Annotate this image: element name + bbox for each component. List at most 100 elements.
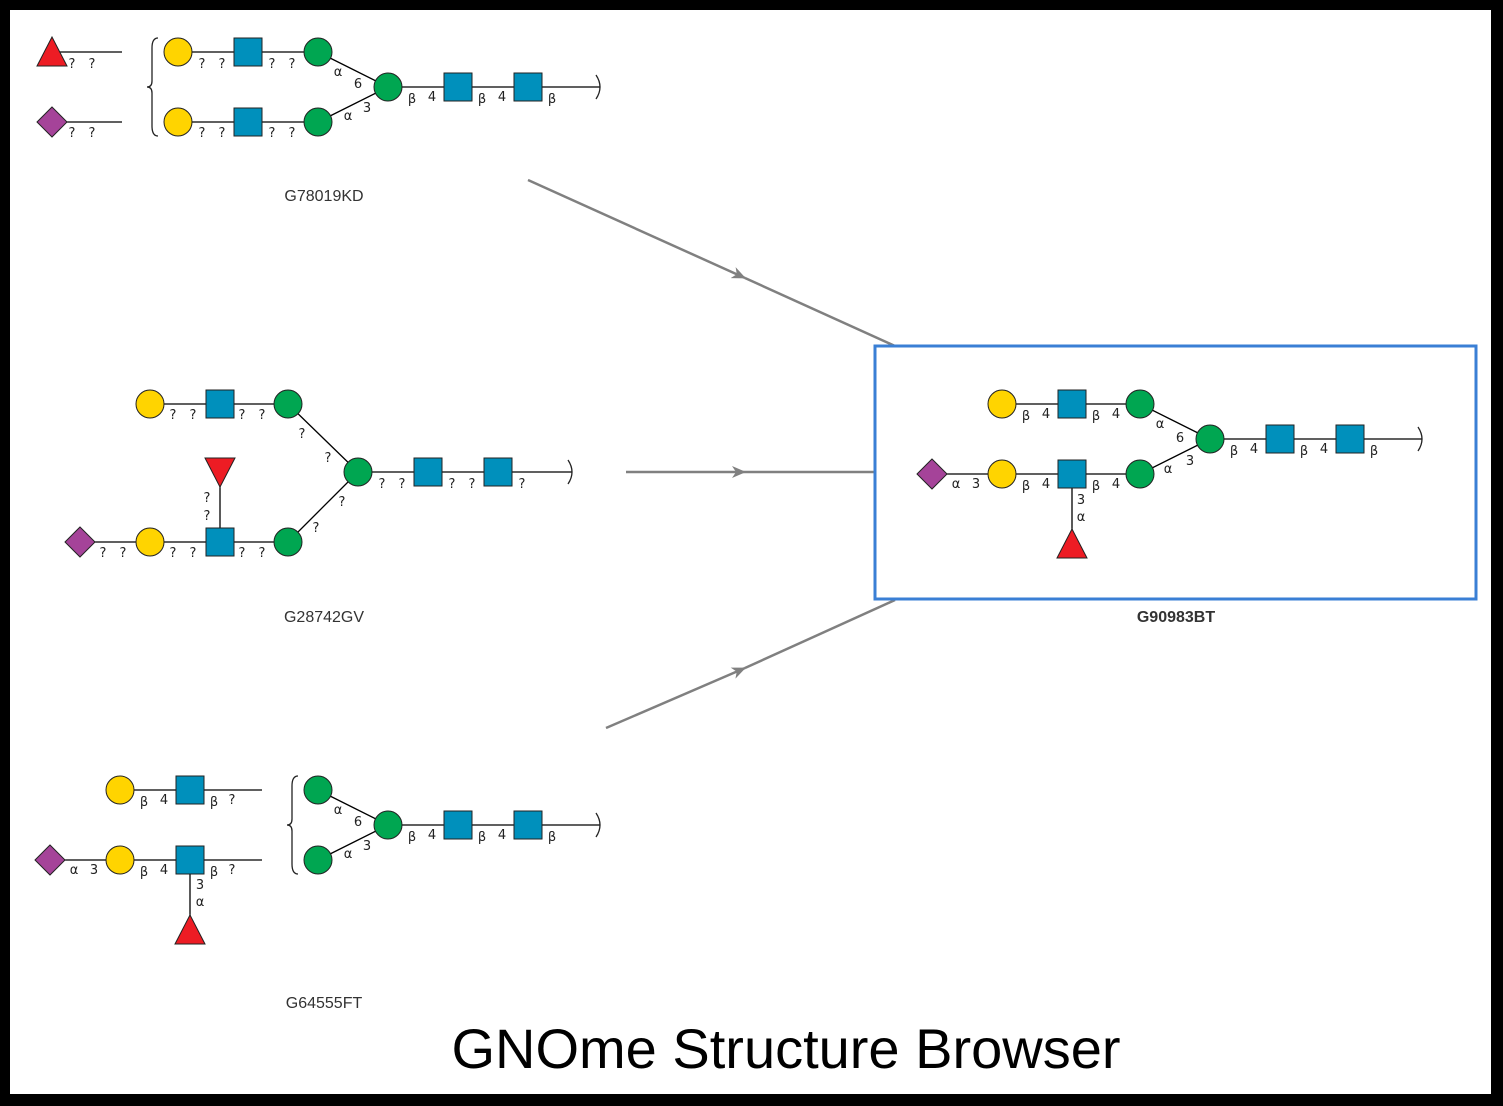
linkage-label: α	[334, 65, 343, 80]
green-circle-icon	[373, 72, 403, 102]
linkage-label: 4	[1250, 442, 1258, 457]
linkage-label: 4	[428, 828, 436, 843]
purple-diamond-icon	[64, 526, 96, 558]
linkage-label: α	[1077, 510, 1086, 525]
linkage-label: β	[1022, 479, 1030, 494]
blue-square-icon	[233, 107, 263, 137]
linkage-label: 3	[196, 878, 204, 893]
linkage-label: β	[210, 865, 218, 880]
linkage-label: β	[1300, 444, 1308, 459]
linkage-label: β	[1022, 409, 1030, 424]
relationship-arrows	[527, 178, 896, 730]
yellow-circle-icon	[135, 389, 165, 419]
linkage-label: ?	[399, 477, 406, 492]
linkage-label: ?	[89, 126, 96, 141]
linkage-label: 3	[1077, 493, 1085, 508]
glycan-accession-g28742gv[interactable]: G28742GV	[284, 609, 364, 626]
blue-square-icon	[233, 37, 263, 67]
blue-square-icon	[413, 457, 443, 487]
linkage-label: 6	[354, 77, 362, 92]
linkage-label: ?	[170, 546, 177, 561]
linkage-label: 4	[498, 828, 506, 843]
green-circle-icon	[373, 810, 403, 840]
linkage-label: ?	[449, 477, 456, 492]
linkage-label: ?	[69, 126, 76, 141]
blue-square-icon	[443, 72, 473, 102]
linkage-label: β	[548, 92, 556, 107]
linkage-label: ?	[204, 491, 211, 506]
linkage-label: ?	[379, 477, 386, 492]
linkage-label: ?	[219, 57, 226, 72]
yellow-circle-icon	[163, 37, 193, 67]
linkage-label: 4	[160, 863, 168, 878]
linkage-label: ?	[239, 408, 246, 423]
linkage-label: α	[344, 847, 353, 862]
blue-square-icon	[1335, 424, 1365, 454]
yellow-circle-icon	[105, 775, 135, 805]
glycan-accession-g78019kd[interactable]: G78019KD	[284, 188, 363, 205]
yellow-circle-icon	[163, 107, 193, 137]
purple-diamond-icon	[36, 106, 68, 138]
reducing-end-icon	[595, 812, 601, 838]
linkage-label: ?	[289, 57, 296, 72]
linkage-label: β	[140, 865, 148, 880]
linkage-label: 4	[498, 90, 506, 105]
linkage-label: α	[344, 109, 353, 124]
linkage-label: 4	[160, 793, 168, 808]
green-circle-icon	[1125, 389, 1155, 419]
yellow-circle-icon	[105, 845, 135, 875]
linkage-label: 3	[90, 863, 98, 878]
linkage-label: ?	[289, 126, 296, 141]
linkage-label: 3	[1186, 454, 1194, 469]
glycosidic-bond	[287, 471, 359, 543]
green-circle-icon	[273, 389, 303, 419]
glycan-accession-g90983bt[interactable]: G90983BT	[1137, 609, 1215, 626]
linkage-label: 4	[1320, 442, 1328, 457]
green-circle-icon	[1125, 459, 1155, 489]
glycan-accession-g64555ft[interactable]: G64555FT	[286, 995, 363, 1012]
linkage-label: β	[1370, 444, 1378, 459]
linkage-label: 6	[354, 815, 362, 830]
antenna-brace-icon	[286, 775, 299, 875]
selected-structure-box[interactable]	[873, 344, 1478, 601]
green-circle-icon	[1195, 424, 1225, 454]
linkage-label: β	[210, 795, 218, 810]
blue-square-icon	[205, 527, 235, 557]
linkage-label: ?	[120, 546, 127, 561]
linkage-label: α	[334, 803, 343, 818]
linkage-label: ?	[190, 408, 197, 423]
blue-square-icon	[483, 457, 513, 487]
linkage-label: β	[408, 92, 416, 107]
linkage-label: 4	[1042, 407, 1050, 422]
purple-diamond-icon	[34, 844, 66, 876]
linkage-label: 4	[1042, 477, 1050, 492]
linkage-label: β	[140, 795, 148, 810]
linkage-label: ?	[89, 57, 96, 72]
linkage-label: 4	[1112, 477, 1120, 492]
linkage-label: β	[478, 92, 486, 107]
linkage-label: 6	[1176, 431, 1184, 446]
linkage-label: β	[1092, 479, 1100, 494]
blue-square-icon	[443, 810, 473, 840]
linkage-label: α	[70, 863, 79, 878]
linkage-label: α	[1156, 417, 1165, 432]
linkage-label: ?	[259, 408, 266, 423]
green-circle-icon	[343, 457, 373, 487]
linkage-label: 3	[363, 101, 371, 116]
linkage-label: 3	[363, 839, 371, 854]
arrow-g64555ft-to-g90983bt	[605, 666, 746, 730]
reducing-end-icon	[1417, 426, 1423, 452]
linkage-label: β	[1092, 409, 1100, 424]
arrow-g78019kd-segment	[744, 276, 896, 348]
green-circle-icon	[273, 527, 303, 557]
red-triangle-icon	[36, 35, 68, 67]
linkage-label: 3	[972, 477, 980, 492]
green-circle-icon	[303, 37, 333, 67]
linkage-label: ?	[239, 546, 246, 561]
linkage-label: ?	[229, 863, 236, 878]
arrow-g78019kd-to-g90983bt	[527, 178, 746, 280]
